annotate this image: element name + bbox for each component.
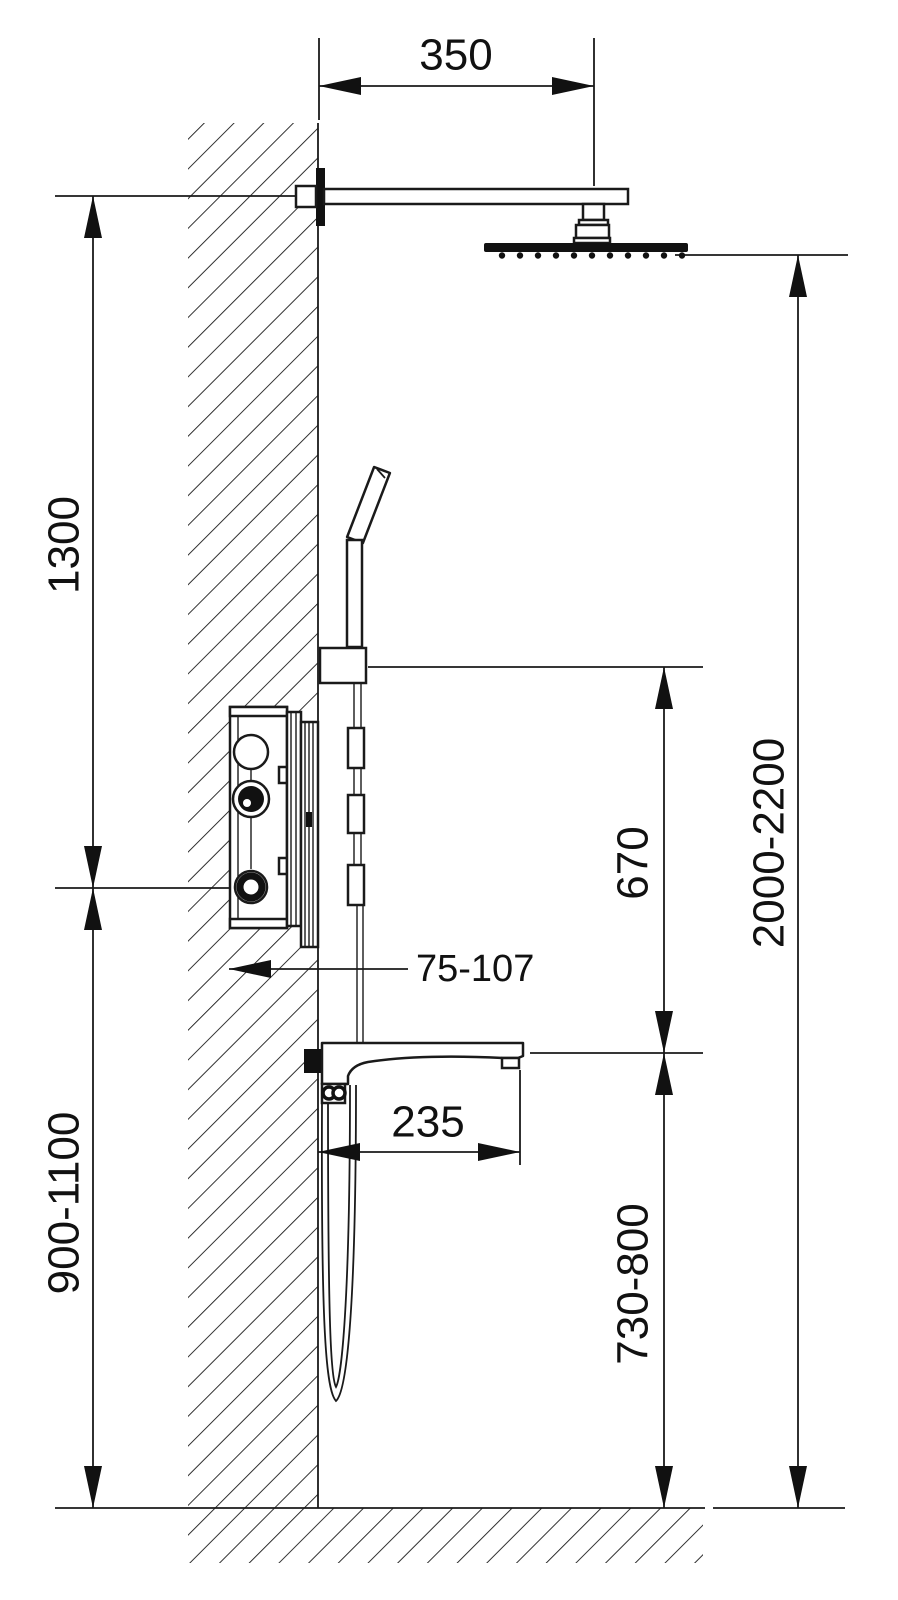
reference-lines bbox=[55, 195, 848, 1054]
spout-wall-bracket bbox=[304, 1049, 322, 1073]
dim-730-800-label: 730-800 bbox=[609, 1203, 658, 1364]
handle-knob-2 bbox=[346, 793, 366, 835]
hand-shower-holder bbox=[318, 646, 368, 685]
dimension-overall-height: 2000-2200 bbox=[745, 255, 807, 1508]
valve-box-top-lip bbox=[228, 705, 289, 718]
bath-spout bbox=[304, 1041, 525, 1403]
dimension-valve-height: 900-1100 bbox=[40, 888, 102, 1508]
dim-2000-2200-label: 2000-2200 bbox=[745, 738, 794, 948]
dimension-spout-height: 730-800 bbox=[609, 1053, 673, 1508]
dimension-valve-depth: 75-107 bbox=[229, 948, 534, 990]
dimension-upper-height: 1300 bbox=[40, 196, 102, 888]
wall-hatch bbox=[188, 123, 703, 1563]
dimension-arm-projection: 350 bbox=[318, 31, 595, 186]
dimension-spout-projection: 235 bbox=[318, 1070, 521, 1165]
rain-shower-head bbox=[484, 243, 688, 252]
head-connector-upper bbox=[581, 202, 606, 222]
head-connector-lower bbox=[574, 223, 611, 240]
shower-head-nozzles bbox=[498, 252, 686, 259]
arm-escutcheon bbox=[316, 168, 325, 226]
head-connector-base bbox=[572, 236, 612, 245]
arm-wall-anchor bbox=[294, 184, 318, 209]
mounting-plate bbox=[285, 710, 303, 928]
hand-shower-head bbox=[345, 465, 392, 545]
spout-body bbox=[320, 1041, 525, 1086]
concealed-valve-body bbox=[228, 705, 320, 949]
dimension-holder-to-spout: 670 bbox=[609, 667, 673, 1053]
dim-1300-label: 1300 bbox=[40, 496, 89, 594]
hose-coupling-right bbox=[331, 1085, 347, 1101]
shower-hose-inner bbox=[327, 1084, 351, 1389]
spout-nozzle bbox=[500, 1056, 521, 1070]
hand-shower bbox=[318, 465, 392, 685]
shower-hose-outer bbox=[320, 1084, 357, 1403]
dim-75-107-label: 75-107 bbox=[416, 948, 534, 990]
dim-670-label: 670 bbox=[609, 826, 658, 899]
handle-knob-3 bbox=[346, 863, 366, 907]
handle-knob-1 bbox=[346, 726, 366, 770]
shower-arm bbox=[322, 187, 630, 206]
shower-arm-and-head bbox=[294, 168, 688, 259]
wall-and-floor-section bbox=[55, 123, 845, 1563]
hand-shower-handle bbox=[345, 538, 364, 649]
trim-and-handles bbox=[346, 683, 366, 1043]
valve-port-top bbox=[232, 733, 270, 771]
dim-900-1100-label: 900-1100 bbox=[40, 1112, 89, 1295]
valve-box-bottom-lip bbox=[228, 917, 289, 930]
dim-235-label: 235 bbox=[391, 1098, 464, 1147]
dim-350-label: 350 bbox=[419, 31, 492, 80]
